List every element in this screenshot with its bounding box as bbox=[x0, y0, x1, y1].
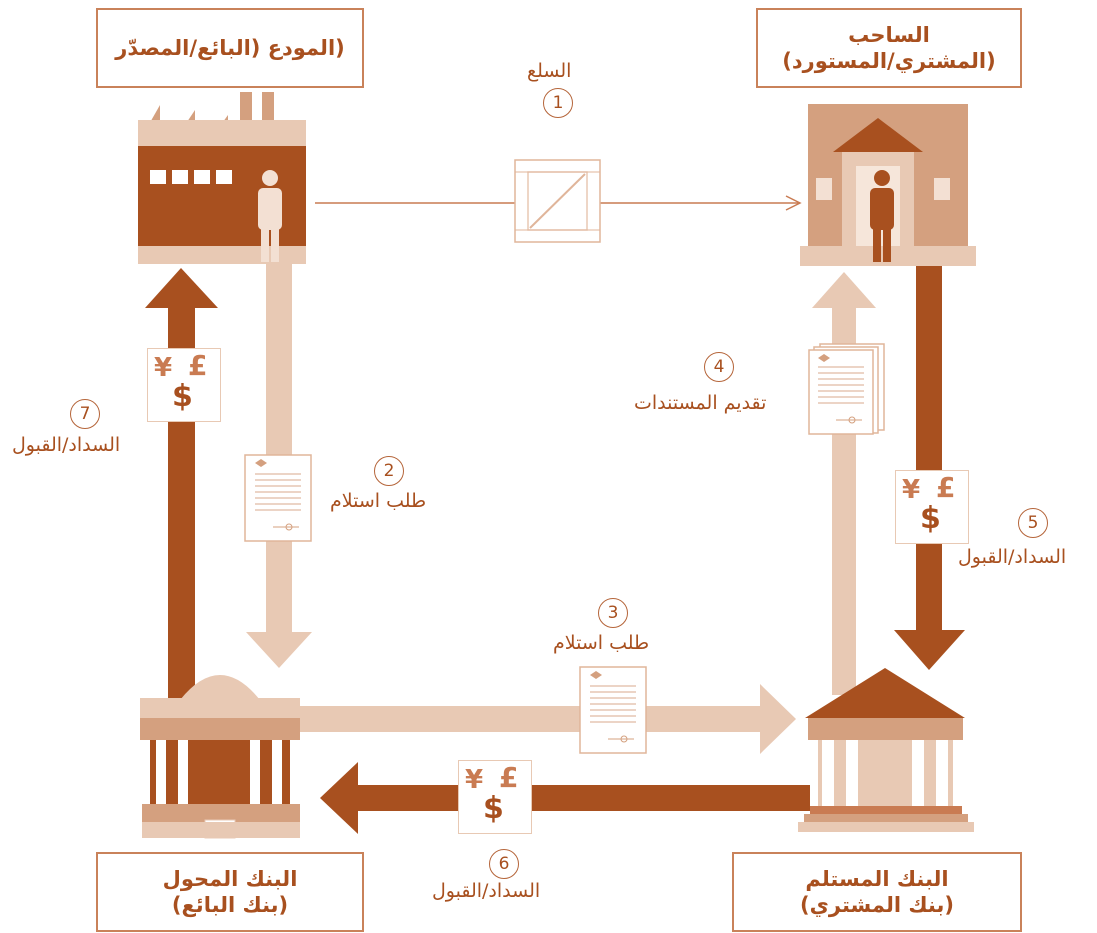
bank-dome-icon bbox=[140, 675, 300, 839]
documents-right-arrow bbox=[298, 684, 796, 754]
step-3-number: 3 bbox=[598, 598, 628, 628]
document-icon bbox=[244, 454, 312, 542]
goods-arrow bbox=[315, 195, 802, 211]
documents-up-arrow bbox=[812, 272, 876, 695]
step-4-label: تقديم المستندات bbox=[634, 392, 767, 414]
depositor-box: (المودع (البائع/المصدّر bbox=[96, 8, 364, 88]
collecting-bank-box: البنك المستلم (بنك المشتري) bbox=[732, 852, 1022, 932]
step-6-number: 6 bbox=[489, 849, 519, 879]
step-2-label: طلب استلام bbox=[330, 490, 427, 512]
currency-icon: ¥ £ $ bbox=[895, 470, 969, 544]
depositor-title: (المودع (البائع/المصدّر bbox=[115, 35, 345, 60]
payment-up-arrow-7 bbox=[145, 268, 218, 700]
remitting-bank-subtitle: (بنك البائع) bbox=[171, 893, 289, 917]
step-4-number: 4 bbox=[704, 352, 734, 382]
bank-temple-icon bbox=[798, 668, 974, 832]
step-3-label: طلب استلام bbox=[553, 632, 650, 654]
factory-icon bbox=[138, 92, 306, 264]
step-2-number: 2 bbox=[374, 456, 404, 486]
remitting-bank-title: البنك المحول bbox=[162, 866, 298, 891]
drawer-subtitle: (المشتري/المستورد) bbox=[782, 49, 996, 73]
crate-icon bbox=[514, 159, 601, 243]
step-7-label: السداد/القبول bbox=[12, 434, 121, 456]
collecting-bank-title: البنك المستلم bbox=[805, 866, 949, 891]
payment-left-arrow-6 bbox=[320, 762, 810, 834]
remitting-bank-box: البنك المحول (بنك البائع) bbox=[96, 852, 364, 932]
step-5-label: السداد/القبول bbox=[958, 546, 1067, 568]
currency-icon: ¥ £ $ bbox=[458, 760, 532, 834]
step-7-number: 7 bbox=[70, 399, 100, 429]
person-icon bbox=[870, 170, 894, 262]
person-icon bbox=[258, 170, 282, 262]
drawer-title: الساحب bbox=[848, 22, 930, 47]
step-1-label: السلع bbox=[527, 60, 572, 82]
collecting-bank-subtitle: (بنك المشتري) bbox=[800, 893, 954, 917]
document-icon bbox=[579, 666, 647, 754]
step-1-number: 1 bbox=[543, 88, 573, 118]
document-stack-icon bbox=[808, 343, 885, 435]
documents-down-arrow bbox=[246, 262, 312, 668]
step-6-label: السداد/القبول bbox=[432, 880, 541, 902]
payment-down-arrow-5 bbox=[894, 262, 965, 670]
step-5-number: 5 bbox=[1018, 508, 1048, 538]
drawer-box: الساحب (المشتري/المستورد) bbox=[756, 8, 1022, 88]
currency-icon: ¥ £ $ bbox=[147, 348, 221, 422]
